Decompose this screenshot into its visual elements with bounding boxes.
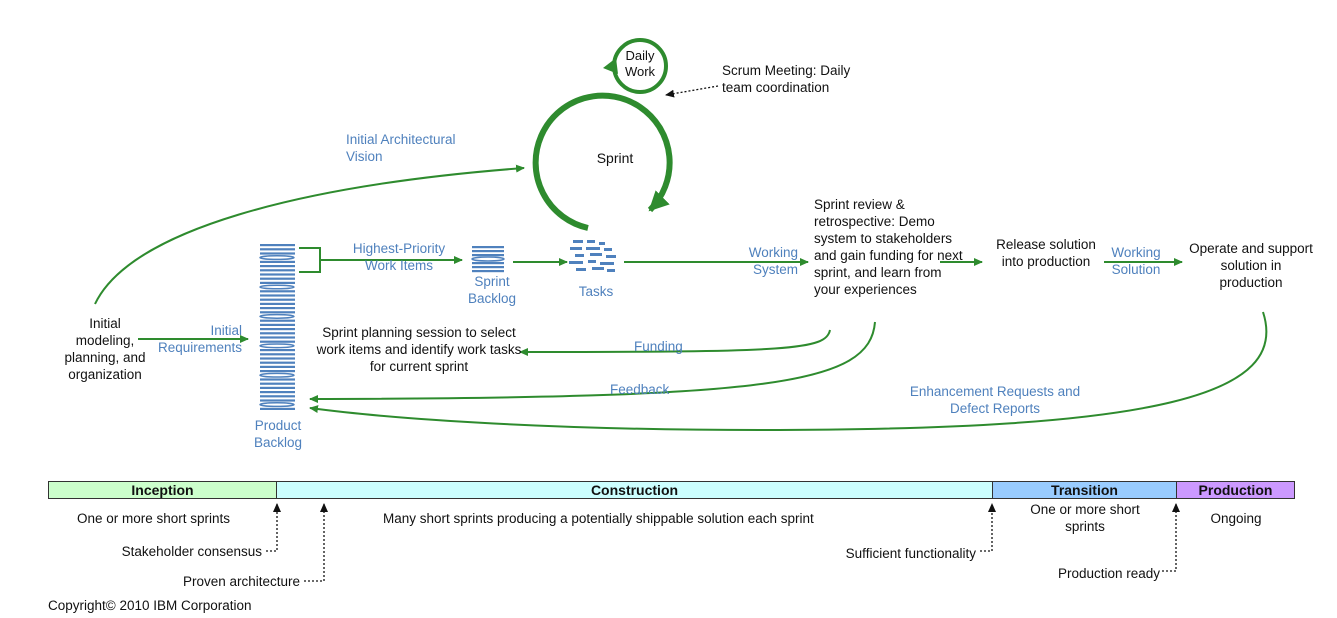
sufficient-functionality-label: Sufficient functionality <box>845 546 976 561</box>
phase-construction: Construction <box>276 481 993 499</box>
scrum-meeting-pointer <box>665 85 719 98</box>
daily-work-loop-arrowhead <box>603 58 618 74</box>
phase-transition: Transition <box>992 481 1177 499</box>
enhancement-requests-arrow <box>309 311 1268 432</box>
proven-architecture-marker <box>304 503 328 582</box>
transition-description: One or more short sprints <box>1030 502 1140 534</box>
funding-arrow <box>519 329 831 356</box>
initial-architectural-vision-label: Initial Architectural Vision <box>346 132 456 164</box>
sprint-backlog-icon <box>471 246 505 273</box>
operate-support-label: Operate and support solution in producti… <box>1189 241 1313 290</box>
working-system-label: Working System <box>748 245 798 277</box>
inception-description: One or more short sprints <box>77 511 231 526</box>
architectural-vision-arrow <box>94 164 525 305</box>
tasks-label: Tasks <box>578 284 614 299</box>
daily-work-label: Daily Work <box>624 48 656 79</box>
product-backlog-label: Product Backlog <box>253 418 303 450</box>
sprint-backlog-label: Sprint Backlog <box>467 274 517 306</box>
production-ready-label: Production ready <box>1057 566 1160 581</box>
working-solution-label: Working Solution <box>1111 245 1161 277</box>
sprint-cycle-arrow <box>532 92 673 231</box>
feedback-arrow <box>309 321 876 403</box>
production-ready-marker <box>1162 503 1180 572</box>
release-solution-label: Release solution into production <box>996 237 1096 269</box>
production-description: Ongoing <box>1210 511 1262 526</box>
tasks-icon <box>569 240 616 272</box>
copyright-notice: Copyright© 2010 IBM Corporation <box>48 598 252 613</box>
feedback-label: Feedback <box>610 382 670 397</box>
scrum-meeting-label: Scrum Meeting: Daily team coordination <box>722 63 851 95</box>
sprint-label: Sprint <box>596 150 634 166</box>
initial-requirements-label: Initial Requirements <box>157 323 242 355</box>
initial-modeling-label: Initial modeling, planning, and organiza… <box>64 316 146 382</box>
proven-architecture-label: Proven architecture <box>182 574 300 589</box>
highest-priority-label: Highest-Priority Work Items <box>352 241 446 273</box>
phase-production: Production <box>1176 481 1295 499</box>
stakeholder-consensus-marker <box>266 503 281 552</box>
enhancement-requests-label: Enhancement Requests and Defect Reports <box>909 384 1081 416</box>
phase-inception: Inception <box>48 481 277 499</box>
sprint-planning-label: Sprint planning session to select work i… <box>316 325 522 374</box>
construction-description: Many short sprints producing a potential… <box>383 511 814 526</box>
highest-priority-bracket <box>299 247 462 273</box>
sprint-review-label: Sprint review & retrospective: Demo syst… <box>814 197 963 297</box>
stakeholder-consensus-label: Stakeholder consensus <box>121 544 262 559</box>
product-backlog-icon <box>259 244 295 410</box>
sufficient-functionality-marker <box>980 503 996 552</box>
funding-label: Funding <box>634 339 683 354</box>
